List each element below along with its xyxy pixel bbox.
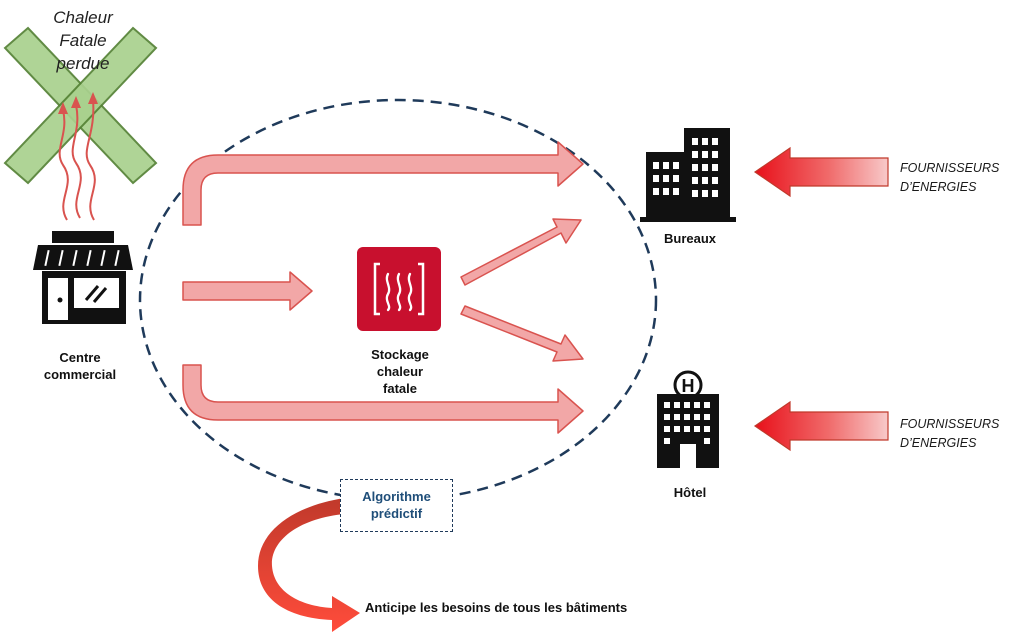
flow-arrow-mall-to-hotel xyxy=(182,364,584,434)
supplier-bottom-line-2: D’ENERGIES xyxy=(900,436,977,450)
flow-arrow-storage-to-hotel xyxy=(460,305,584,362)
heat-waves-icon xyxy=(58,99,96,221)
mall-label: Centre commercial xyxy=(25,349,135,383)
supplier-arrow-offices xyxy=(753,146,889,198)
hotel-label: Hôtel xyxy=(673,485,707,500)
anticipation-curved-arrow xyxy=(258,498,360,632)
algorithm-line-1: Algorithme xyxy=(362,489,431,504)
algorithm-box xyxy=(340,479,453,532)
supplier-label-hotel: FOURNISSEURS D’ENERGIES xyxy=(900,415,1020,453)
supplier-arrow-hotel xyxy=(753,400,889,452)
svg-text:H: H xyxy=(682,376,695,396)
lost-heat-label: Chaleur Fatale perdue xyxy=(18,6,148,75)
supplier-label-offices: FOURNISSEURS D’ENERGIES xyxy=(900,159,1020,197)
lost-heat-line-2: Fatale xyxy=(59,31,107,50)
supplier-top-line-2: D’ENERGIES xyxy=(900,180,977,194)
storage-label: Stockage chaleur fatale xyxy=(340,346,460,397)
offices-label: Bureaux xyxy=(663,231,717,246)
heat-storage-icon xyxy=(357,247,441,331)
office-building-icon xyxy=(640,128,736,222)
algorithm-line-2: prédictif xyxy=(370,506,423,521)
flow-arrow-mall-to-offices xyxy=(182,141,584,226)
flow-arrow-mall-to-storage xyxy=(182,271,313,311)
storage-label-line-1: Stockage xyxy=(371,347,429,362)
mall-label-line-1: Centre xyxy=(59,350,101,365)
storage-label-line-2: chaleur xyxy=(376,364,424,379)
anticipation-label: Anticipe les besoins de tous les bâtimen… xyxy=(365,600,628,615)
algorithm-label: Algorithme prédictif xyxy=(340,488,453,522)
heat-arrowheads-icon xyxy=(58,92,98,114)
flow-arrow-storage-to-offices xyxy=(460,218,582,286)
lost-heat-line-3: perdue xyxy=(56,54,110,73)
hotel-building-icon: H xyxy=(657,370,719,468)
lost-heat-line-1: Chaleur xyxy=(53,8,113,27)
storage-label-line-3: fatale xyxy=(383,381,417,396)
shop-icon xyxy=(33,231,133,324)
supplier-top-line-1: FOURNISSEURS xyxy=(900,161,1000,175)
mall-label-line-2: commercial xyxy=(43,367,117,382)
supplier-bottom-line-1: FOURNISSEURS xyxy=(900,417,1000,431)
